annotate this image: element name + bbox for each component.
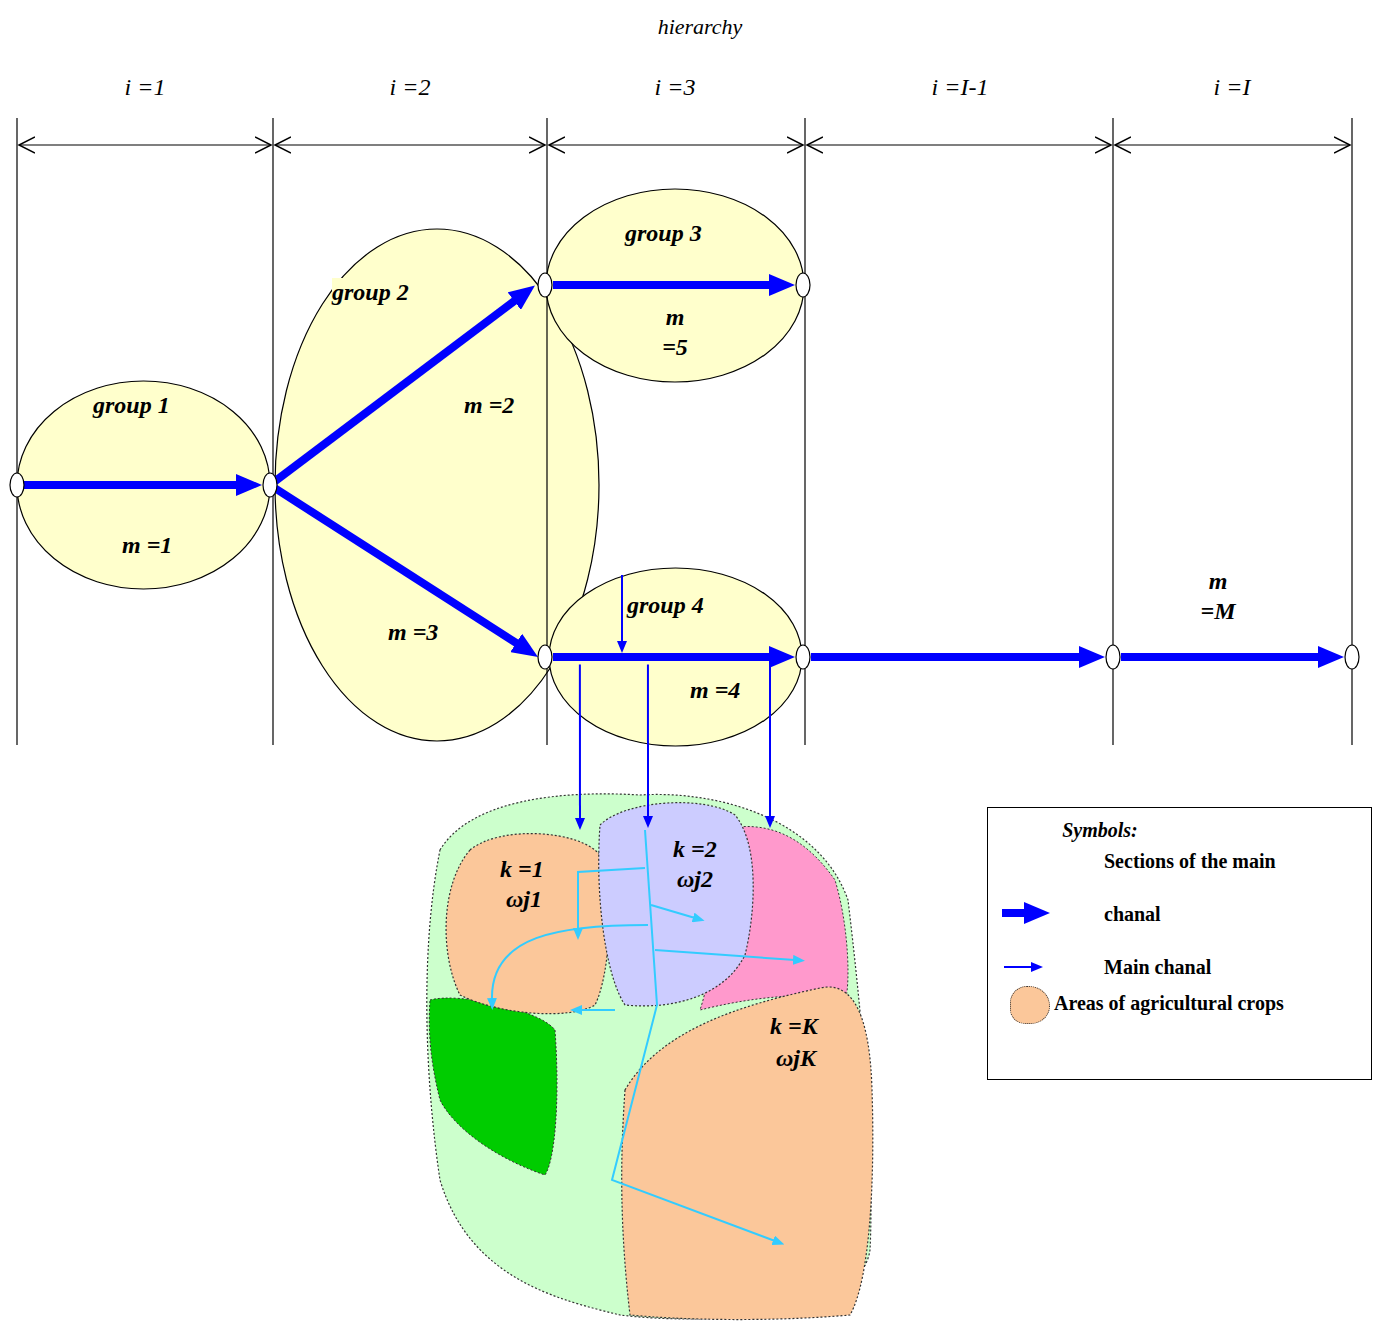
crop-area: k =K ωjK bbox=[620, 980, 875, 1325]
legend-text: Main chanal bbox=[1104, 954, 1211, 980]
level-label: i =I bbox=[1214, 73, 1251, 101]
junction-node bbox=[1345, 645, 1359, 669]
node-title: group 1 bbox=[93, 391, 170, 419]
field-canal bbox=[580, 1009, 615, 1011]
node-label: ωj1 bbox=[506, 885, 542, 913]
group-ellipse: group 1 m =1 bbox=[16, 380, 271, 590]
crop-outline bbox=[599, 803, 753, 1006]
level-label: i =1 bbox=[125, 73, 166, 101]
legend-swatch bbox=[1010, 986, 1050, 1024]
level-span bbox=[1115, 144, 1350, 145]
node-label: m =5 bbox=[655, 302, 695, 362]
junction-node bbox=[263, 473, 277, 497]
node-label: m =1 bbox=[122, 531, 172, 559]
node-label: m =4 bbox=[690, 676, 740, 704]
level-label: i =2 bbox=[390, 73, 431, 101]
junctions bbox=[10, 273, 1359, 669]
crop-area: k =2ωj2 bbox=[585, 795, 760, 1015]
group-outline bbox=[549, 568, 802, 746]
hierarchy-brackets bbox=[17, 118, 1352, 745]
crop-outline bbox=[622, 987, 873, 1320]
main-channel bbox=[647, 665, 649, 818]
group-outline bbox=[546, 189, 804, 382]
junction-node bbox=[538, 645, 552, 669]
node-label: ωj2 bbox=[677, 865, 713, 893]
group-ellipse: group 4 m =4 bbox=[548, 567, 803, 747]
channel-section bbox=[553, 653, 775, 661]
inflow-channel bbox=[621, 575, 623, 643]
shape-outline bbox=[274, 228, 600, 742]
node-title: group 4 bbox=[627, 591, 704, 619]
level-divider bbox=[16, 118, 17, 745]
node-label: m =3 bbox=[388, 618, 438, 646]
section-label: m =M bbox=[1198, 566, 1238, 626]
shape-outline bbox=[585, 795, 760, 1015]
channel-section bbox=[811, 653, 1085, 661]
legend-box: Sections of the main chanalMain chanalAr… bbox=[987, 807, 1372, 1080]
legend-heading: Symbols: bbox=[1062, 816, 1138, 844]
node-title: k =2 bbox=[673, 835, 717, 863]
junction-node bbox=[796, 645, 810, 669]
group-ellipse: group 2 m =2 m =3 bbox=[274, 228, 600, 742]
level-span bbox=[549, 144, 803, 145]
channel-section bbox=[1121, 653, 1324, 661]
level-span bbox=[19, 144, 271, 145]
channel-section bbox=[17, 481, 242, 489]
node-title: k =1 bbox=[500, 855, 544, 883]
node-title: group 3 bbox=[625, 219, 702, 247]
outlet-channel bbox=[769, 661, 771, 818]
group-outline bbox=[17, 381, 270, 589]
level-span bbox=[807, 144, 1111, 145]
legend-text: Sections of the main chanal bbox=[1104, 835, 1329, 941]
legend-sample-thick-arrow bbox=[1002, 909, 1030, 917]
shape-outline bbox=[440, 815, 615, 1020]
legend-text: Areas of agricultural crops bbox=[1054, 990, 1284, 1016]
level-label: i =3 bbox=[655, 73, 696, 101]
node-label: ωjK bbox=[776, 1044, 816, 1072]
level-divider bbox=[272, 118, 273, 745]
crop-area: k =1ωj1 bbox=[440, 815, 615, 1020]
level-span bbox=[275, 144, 545, 145]
legend-samples bbox=[988, 808, 1371, 1079]
level-label: i =I-1 bbox=[932, 73, 989, 101]
node-title: group 2 bbox=[332, 278, 409, 306]
diagram-title: hierarchy bbox=[658, 13, 743, 41]
shape-outline bbox=[620, 980, 875, 1325]
junction-node bbox=[538, 273, 552, 297]
junction-node bbox=[796, 273, 810, 297]
main-channel-sections bbox=[553, 285, 1324, 657]
group-ellipse: group 3 m =5 bbox=[545, 188, 805, 383]
crop-outline bbox=[446, 834, 609, 1014]
crop-area bbox=[429, 998, 557, 1175]
node-label: m =2 bbox=[464, 391, 514, 419]
channel-section bbox=[553, 281, 775, 289]
legend-sample-thin-arrow bbox=[1004, 966, 1033, 968]
junction-node bbox=[1106, 645, 1120, 669]
main-channel bbox=[579, 665, 581, 820]
junction-node bbox=[10, 473, 24, 497]
node-title: k =K bbox=[770, 1012, 818, 1040]
